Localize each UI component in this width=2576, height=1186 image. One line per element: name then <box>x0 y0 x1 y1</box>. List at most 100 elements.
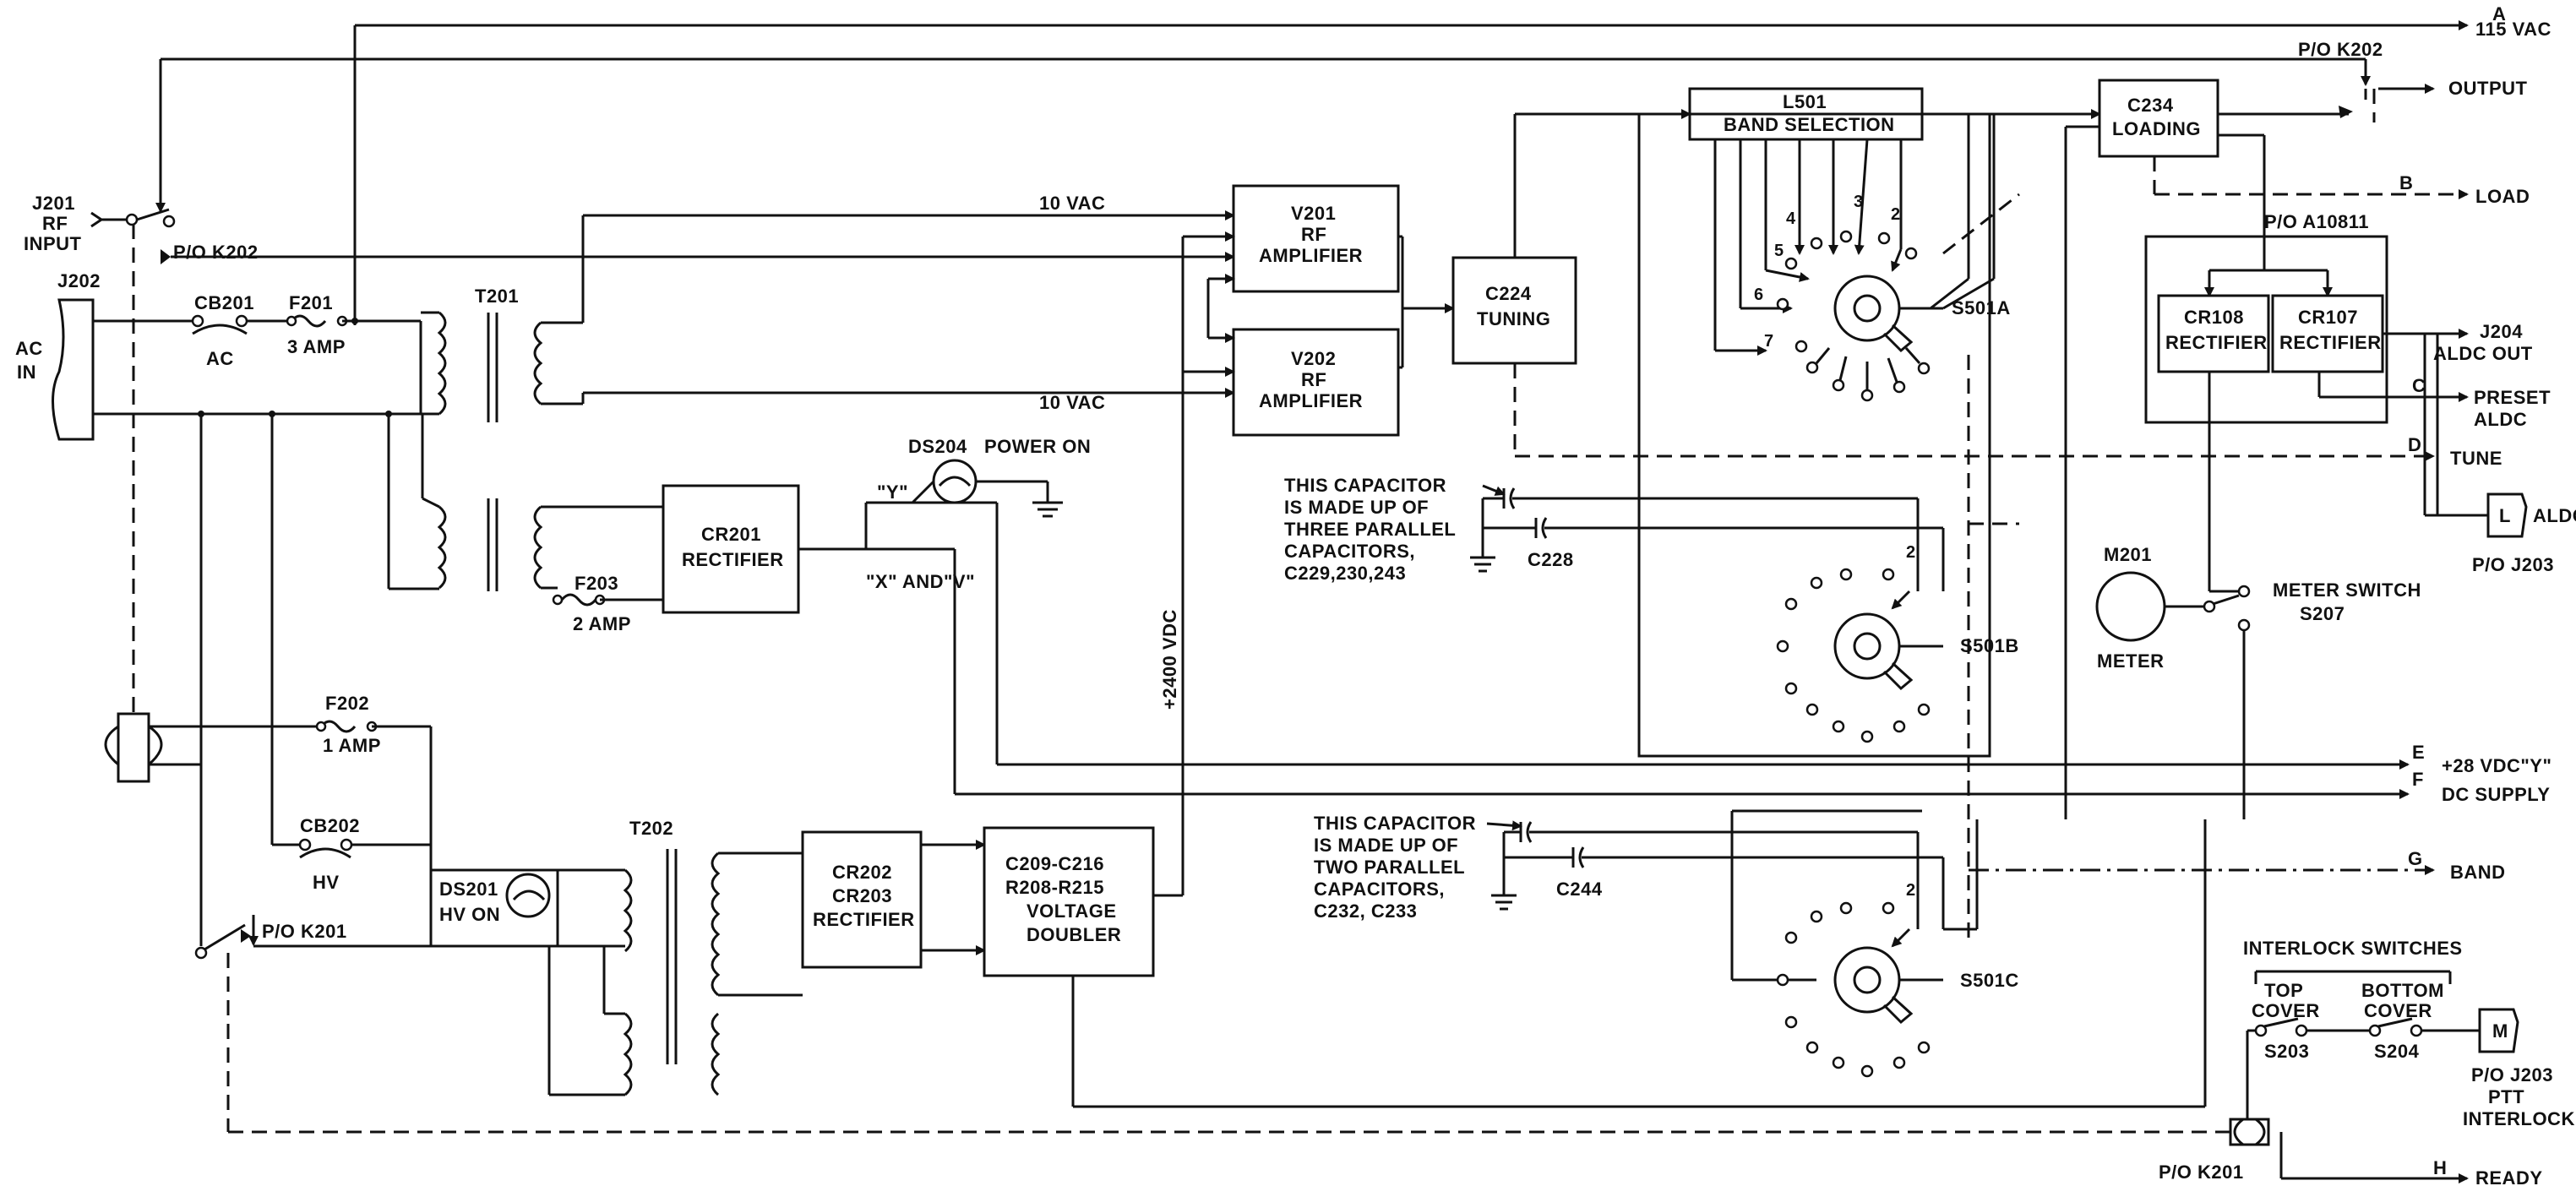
label-preset-aldc: ALDC <box>2474 409 2527 430</box>
cap2-l2: IS MADE UP OF <box>1314 835 1458 856</box>
label-bottom: BOTTOM <box>2361 980 2444 1001</box>
label-cb202-sub: HV <box>313 872 340 893</box>
s501c-switch <box>1730 809 1943 1078</box>
tap-7: 7 <box>1764 332 1773 351</box>
label-k201-bottom: P/O K201 <box>2159 1162 2244 1183</box>
label-ds201: DS201 <box>439 879 498 900</box>
label-s207: S207 <box>2300 603 2345 624</box>
label-j204: J204 <box>2480 321 2523 342</box>
cr107-l1: CR107 <box>2298 307 2358 328</box>
block-cr202 <box>801 830 923 969</box>
tap-4: 4 <box>1786 209 1796 228</box>
label-f202-sub: 1 AMP <box>323 735 381 756</box>
label-c244: C244 <box>1556 879 1603 900</box>
label-bottom-cover: COVER <box>2364 1000 2432 1021</box>
label-b: B <box>2399 172 2413 193</box>
tap-6: 6 <box>1754 286 1763 304</box>
v202-l3: AMPLIFIER <box>1259 390 1363 411</box>
cap1-l2: IS MADE UP OF <box>1284 497 1429 518</box>
b-tap-2: 2 <box>1906 543 1915 562</box>
label-rf: RF <box>42 213 68 234</box>
block-v202 <box>1232 328 1400 437</box>
t202-transformer <box>547 849 803 1096</box>
label-output: OUTPUT <box>2448 78 2528 99</box>
doubler-l3: VOLTAGE <box>1027 900 1117 922</box>
gang-link <box>1942 193 2020 255</box>
f201-fuse <box>290 314 327 328</box>
label-a: A <box>2492 3 2506 24</box>
cap2-l1: THIS CAPACITOR <box>1314 813 1476 834</box>
tap-2: 2 <box>1891 205 1900 224</box>
cr108-l2: RECTIFIER <box>2165 332 2268 353</box>
cap1-l4: CAPACITORS, <box>1284 541 1415 562</box>
j201-connector <box>90 208 176 228</box>
c232-capacitor <box>1502 821 1920 929</box>
label-ptt: PTT <box>2488 1086 2524 1107</box>
label-s501b: S501B <box>1960 635 2019 656</box>
c228-capacitor <box>1470 498 1945 591</box>
t201-transformer <box>387 311 583 591</box>
label-node-y: "Y" <box>877 481 908 503</box>
label-t202: T202 <box>629 818 673 839</box>
block-doubler <box>983 826 1155 977</box>
k201-relay-contact-bottom <box>2229 1118 2270 1146</box>
label-hv-on: HV ON <box>439 904 500 925</box>
label-s204: S204 <box>2374 1041 2420 1062</box>
tap-3: 3 <box>1854 193 1863 211</box>
label-f: F <box>2412 769 2424 790</box>
c224-l2: TUNING <box>1477 308 1550 329</box>
cb201-arc <box>192 324 248 335</box>
label-ds204: DS204 <box>908 436 967 457</box>
label-f203-sub: 2 AMP <box>573 613 631 634</box>
block-cr107 <box>2271 294 2384 373</box>
label-j203-m: P/O J203 <box>2471 1064 2553 1085</box>
m201-meter <box>2095 571 2166 642</box>
label-cb202: CB202 <box>300 815 360 836</box>
label-load: LOAD <box>2475 186 2530 207</box>
label-t201: T201 <box>475 286 519 307</box>
label-c228: C228 <box>1528 549 1574 570</box>
label-s203: S203 <box>2264 1041 2309 1062</box>
cap1-l5: C229,230,243 <box>1284 563 1406 584</box>
label-tune: TUNE <box>2450 448 2502 469</box>
doubler-l1: C209-C216 <box>1005 853 1104 874</box>
label-s501a: S501A <box>1952 297 2011 318</box>
cr202-l2: CR203 <box>832 885 892 906</box>
cr201-l2: RECTIFIER <box>682 549 784 570</box>
label-10vac-bottom: 10 VAC <box>1039 392 1105 413</box>
label-a10811: P/O A10811 <box>2264 211 2369 232</box>
c234-l2: LOADING <box>2112 118 2201 139</box>
label-k202-left: P/O K202 <box>173 242 259 263</box>
ds204-lamp <box>932 459 978 504</box>
bus-rf-feedback <box>155 57 2371 213</box>
label-f201-sub: 3 AMP <box>287 336 346 357</box>
label-ac-in-2: IN <box>17 362 36 383</box>
l501-l2: BAND SELECTION <box>1724 114 1895 135</box>
block-a10811 <box>2144 235 2388 424</box>
label-2400vdc: +2400 VDC <box>1159 609 1180 710</box>
label-band: BAND <box>2450 862 2506 883</box>
cr201-l1: CR201 <box>701 524 761 545</box>
label-10vac-top: 10 VAC <box>1039 193 1105 214</box>
c224-l1: C224 <box>1485 283 1532 304</box>
label-j203-l: P/O J203 <box>2472 554 2554 575</box>
label-f203: F203 <box>575 573 618 594</box>
j202-plug <box>52 298 95 441</box>
label-c: C <box>2412 375 2426 396</box>
cr108-l1: CR108 <box>2184 307 2244 328</box>
label-d: D <box>2408 434 2421 455</box>
cap1-l1: THIS CAPACITOR <box>1284 475 1446 496</box>
label-top-cover: COVER <box>2252 1000 2320 1021</box>
j203-m-connector <box>2478 1008 2519 1053</box>
c244-capacitor <box>1491 846 1945 929</box>
label-aldc-out: ALDC OUT <box>2433 343 2533 364</box>
cr107-l2: RECTIFIER <box>2279 332 2382 353</box>
doubler-l4: DOUBLER <box>1027 924 1121 945</box>
cap1-l3: THREE PARALLEL <box>1284 519 1456 540</box>
ds201-lamp <box>505 873 551 918</box>
tap-5: 5 <box>1774 242 1784 260</box>
label-meter: METER <box>2097 650 2165 672</box>
j203-l-connector <box>2486 492 2528 538</box>
v201-l2: RF <box>1301 224 1326 245</box>
